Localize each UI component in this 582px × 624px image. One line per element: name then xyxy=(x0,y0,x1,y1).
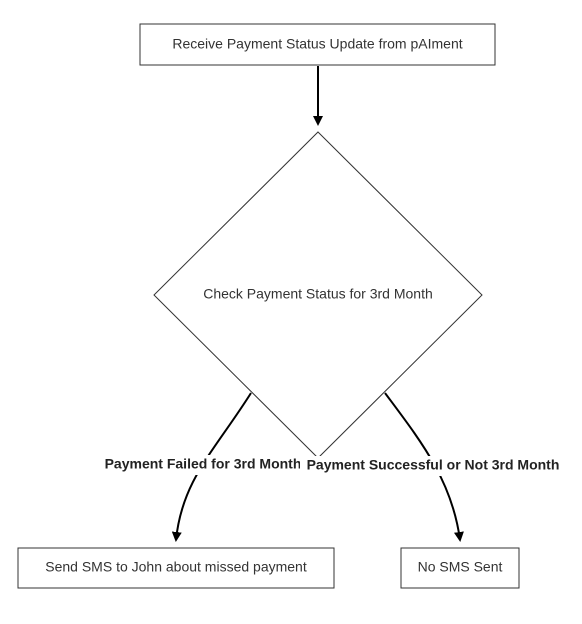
node-send-sms[interactable]: Send SMS to John about missed payment xyxy=(17,547,335,589)
node-send-sms-label: Send SMS to John about missed payment xyxy=(45,559,307,575)
node-check-payment-status[interactable]: Check Payment Status for 3rd Month xyxy=(153,131,483,459)
edge-label-failed: Payment Failed for 3rd Month xyxy=(100,455,306,475)
edge-label-success-text: Payment Successful or Not 3rd Month xyxy=(307,457,560,473)
node-no-sms-label: No SMS Sent xyxy=(418,559,503,575)
edge-label-failed-text: Payment Failed for 3rd Month xyxy=(105,456,302,472)
node-receive-payment-update[interactable]: Receive Payment Status Update from pAIme… xyxy=(139,23,496,66)
edge-label-success: Payment Successful or Not 3rd Month xyxy=(300,456,567,476)
node-no-sms[interactable]: No SMS Sent xyxy=(400,547,520,589)
node-receive-label: Receive Payment Status Update from pAIme… xyxy=(172,36,462,52)
node-check-label: Check Payment Status for 3rd Month xyxy=(203,286,433,302)
